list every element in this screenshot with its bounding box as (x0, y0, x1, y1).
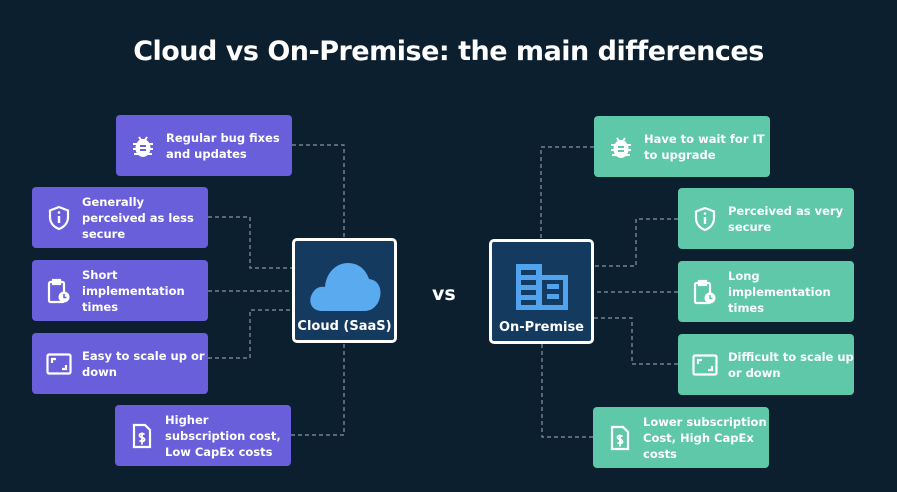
cloud-item-card: Higher subscription cost, Low CapEx cost… (115, 405, 291, 466)
cloud-item-card: Easy to scale up or down (32, 333, 208, 394)
cloud-item-card: Regular bug fixes and updates (116, 115, 292, 176)
shield-info-icon (692, 206, 718, 232)
bug-icon (130, 133, 156, 159)
vs-label: vs (432, 283, 456, 305)
clipboard-clock-icon (46, 278, 72, 304)
connector (593, 317, 678, 365)
cloud-item-text: Easy to scale up or down (82, 348, 205, 379)
onprem-label: On-Premise (498, 320, 584, 335)
page-title: Cloud vs On-Premise: the main difference… (133, 36, 764, 67)
onprem-item-text: Difficult to scale up or down (728, 349, 854, 380)
building-icon (515, 264, 568, 310)
cloud-item-text: Regular bug fixes and updates (166, 130, 280, 161)
onprem-node: On-Premise (489, 239, 594, 344)
onprem-item-text: Lower subscription Cost, High CapEx cost… (643, 414, 767, 461)
onprem-item-text: Have to wait for IT to upgrade (644, 131, 765, 162)
onprem-item-card: Difficult to scale up or down (678, 334, 854, 395)
connector (540, 146, 594, 239)
connector (292, 144, 345, 238)
cloud-item-card: Short implementation times (32, 260, 208, 321)
cloud-node: Cloud (SaaS) (292, 238, 397, 343)
connector (208, 309, 292, 359)
onprem-item-card: Have to wait for IT to upgrade (594, 116, 770, 177)
shield-info-icon (46, 205, 72, 231)
cloud-item-card: Generally perceived as less secure (32, 187, 208, 248)
cloud-item-text: Higher subscription cost, Low CapEx cost… (165, 412, 281, 459)
onprem-item-card: Perceived as very secure (678, 188, 854, 249)
connector (208, 216, 292, 269)
cloud-label: Cloud (SaaS) (297, 319, 392, 334)
onprem-item-card: Long implementation times (678, 261, 854, 322)
onprem-item-card: Lower subscription Cost, High CapEx cost… (593, 407, 769, 468)
connector (541, 344, 593, 438)
cloud-icon (309, 263, 381, 311)
cloud-item-text: Generally perceived as less secure (82, 194, 194, 241)
onprem-item-text: Perceived as very secure (728, 203, 844, 234)
cloud-item-text: Short implementation times (82, 267, 185, 314)
resize-icon (46, 351, 72, 377)
connector (593, 218, 678, 267)
invoice-dollar-icon (607, 425, 633, 451)
invoice-dollar-icon (129, 423, 155, 449)
bug-icon (608, 134, 634, 160)
resize-icon (692, 352, 718, 378)
onprem-item-text: Long implementation times (728, 268, 831, 315)
connector (291, 343, 345, 436)
clipboard-clock-icon (692, 279, 718, 305)
